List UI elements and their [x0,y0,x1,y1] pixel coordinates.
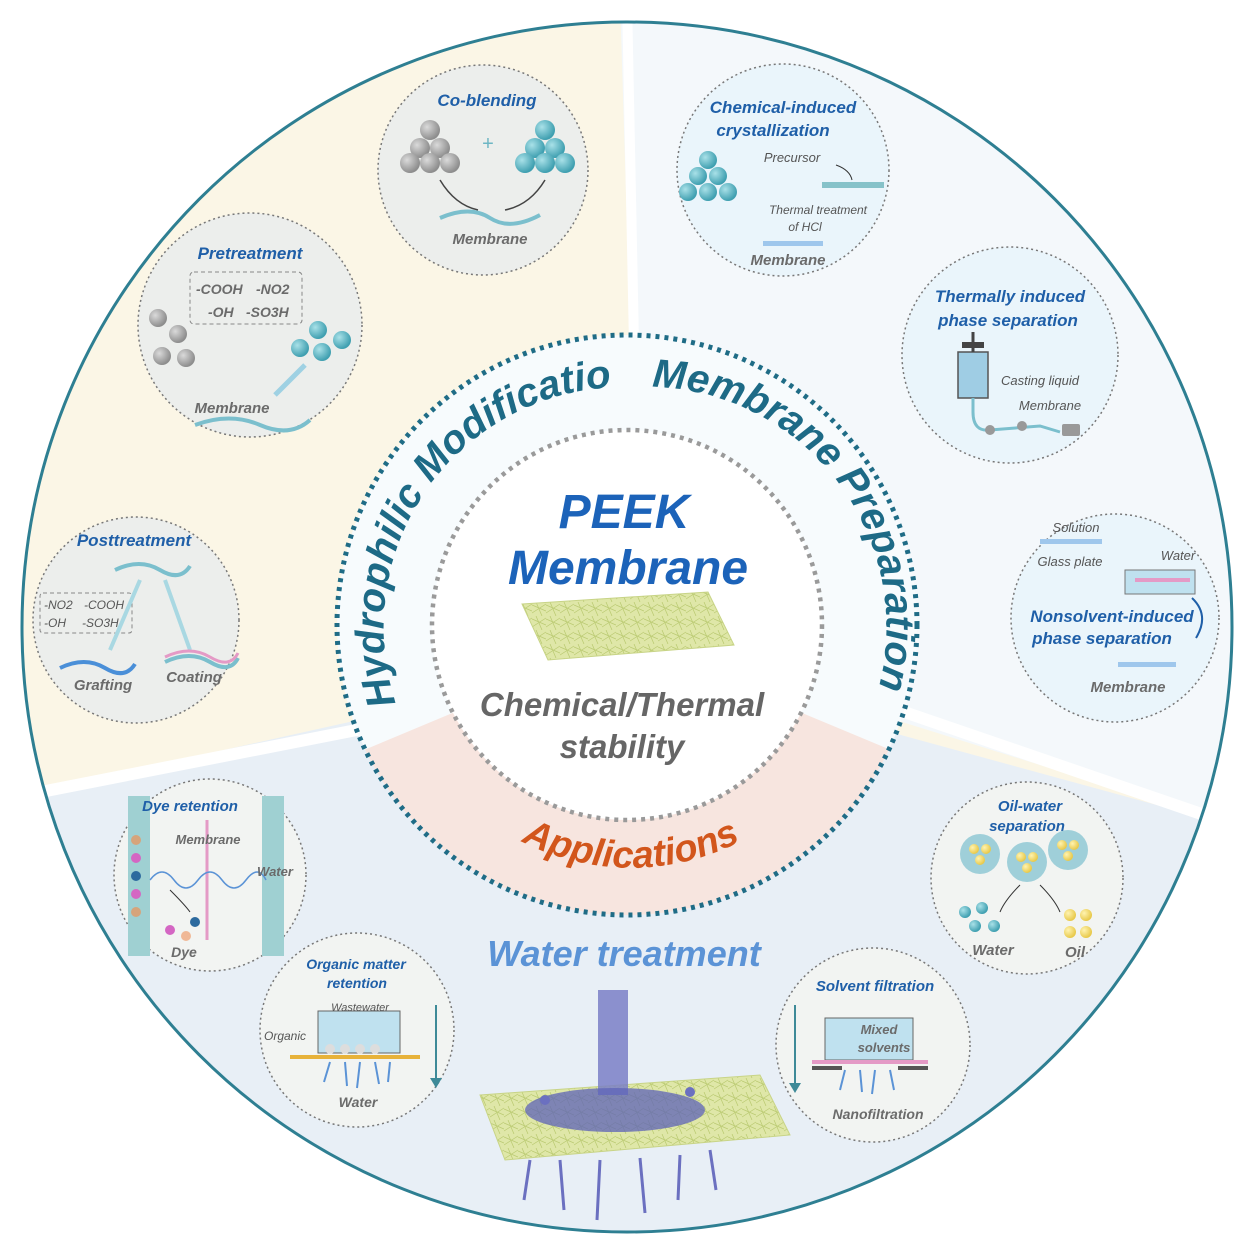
nanofiltration-label: Nanofiltration [833,1106,924,1122]
middle-dotted-ring [334,332,920,918]
post-group-cooh: -COOH [84,598,124,612]
tips-membrane-label: Membrane [1019,398,1081,413]
coblending-membrane-label: Membrane [452,231,527,248]
dye-membrane-label: Membrane [175,832,240,847]
center-title-membrane: Membrane [508,542,748,595]
node-coblending: Co-blending + Membrane [377,64,589,276]
cic-membrane-label: Membrane [750,252,825,269]
organic-water-label: Water [339,1094,379,1110]
center-title-peek: PEEK [559,486,693,539]
oil-label: Oil [1065,944,1086,961]
node-oil-water-separation: Oil-water separation Water Oil [930,781,1124,975]
membrane-wave [439,209,541,226]
group-cooh: -COOH [196,281,244,297]
teal-particles [515,120,575,173]
node-chemical-induced-crystallization: Chemical-induced crystallization Precurs… [676,63,890,277]
solution-label: Solution [1053,520,1100,535]
coating-label: Coating [166,669,222,686]
oil-water-label: Water [972,942,1015,959]
group-no2: -NO2 [256,281,290,297]
mixed-label-line1: Mixed [861,1022,899,1037]
organic-label: Organic [264,1029,306,1043]
tips-title-line1: Thermally induced [935,287,1086,306]
thermal-label-line2: of HCl [788,220,822,234]
nips-title-line1: Nonsolvent-induced [1030,607,1194,626]
nips-title-line2: phase separation [1031,629,1172,648]
grafting-label: Grafting [74,677,132,694]
node-dye-retention: Dye retention Membrane Water Dye [113,778,307,972]
nips-membrane-label: Membrane [1090,679,1165,696]
posttreatment-title: Posttreatment [77,531,193,550]
water-treatment-illustration [479,990,791,1221]
post-group-oh: -OH [44,616,66,630]
membrane-fiber-image [521,591,735,661]
pretreatment-title: Pretreatment [198,244,304,263]
node-thermally-induced-phase-separation: Thermally induced phase separation Casti… [901,246,1119,464]
oil-droplets [960,830,1088,882]
oil-title-line1: Oil-water [998,798,1063,815]
cic-title-line2: crystallization [716,121,829,140]
group-oh: -OH [208,304,235,320]
precursor-label: Precursor [764,150,821,165]
casting-liquid-label: Casting liquid [1001,373,1080,388]
node-solvent-filtration: Solvent filtration Mixed solvents Nanofi… [775,947,971,1143]
pretreatment-membrane-label: Membrane [194,400,269,417]
oil-title-line2: separation [989,818,1065,835]
nips-water-label: Water [1161,548,1196,563]
node-nonsolvent-induced-phase-separation: Solution Glass plate Water Nonsolvent-in… [1010,513,1220,723]
outer-ring [20,20,1234,1234]
cic-title-line1: Chemical-induced [710,98,857,117]
center-subtitle-line2: stability [560,728,686,765]
post-group-so3h: -SO3H [82,616,119,630]
group-so3h: -SO3H [246,304,290,320]
gray-particles [400,120,460,173]
mixed-label-line2: solvents [858,1040,911,1055]
glass-plate-label: Glass plate [1037,554,1102,569]
wastewater-label: Wastewater [331,1002,390,1014]
node-pretreatment: Pretreatment -COOH -NO2 -OH -SO3H Membra… [137,212,363,438]
coblending-title: Co-blending [437,91,537,110]
node-organic-matter-retention: Organic matter retention Wastewater Orga… [259,932,455,1128]
organic-title-line1: Organic matter [306,956,407,972]
dye-label: Dye [171,944,197,960]
dye-title: Dye retention [142,798,238,815]
plus-sign: + [482,133,494,155]
thermal-label-line1: Thermal treatment [769,203,868,217]
organic-title-line2: retention [327,975,387,991]
post-group-no2: -NO2 [44,598,73,612]
tips-title-line2: phase separation [937,311,1078,330]
groups-box [189,271,303,325]
dye-water-label: Water [257,864,294,879]
water-treatment-label: Water treatment [487,933,762,974]
center-subtitle-line1: Chemical/Thermal [480,686,765,723]
solvent-title: Solvent filtration [816,978,934,995]
node-posttreatment: Posttreatment -NO2 -COOH -OH -SO3H Graft… [32,516,240,724]
